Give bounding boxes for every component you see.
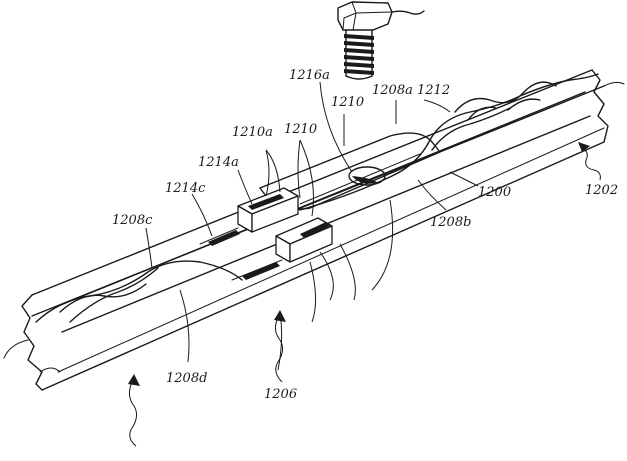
label-1210-b: 1210 (284, 122, 317, 137)
reference-arrows (128, 142, 601, 447)
leader-lines (145, 81, 479, 371)
clip-block-right (231, 217, 333, 281)
label-1202: 1202 (585, 183, 618, 198)
label-1212: 1212 (417, 83, 450, 98)
label-1208c: 1208c (112, 213, 153, 228)
label-1208b: 1208b (430, 215, 471, 230)
reference-labels: 1216a 1210 1208a 1212 1210a 1210 1214a 1… (112, 68, 618, 402)
label-1214c: 1214c (165, 181, 206, 196)
label-1200: 1200 (478, 185, 511, 200)
label-1210a: 1210a (232, 125, 273, 140)
label-1214a: 1214a (198, 155, 239, 170)
label-1216a: 1216a (289, 68, 330, 83)
bolt (337, 1, 425, 80)
label-1210: 1210 (331, 95, 364, 110)
clip-block-left (199, 187, 299, 246)
label-1208d: 1208d (166, 371, 207, 386)
label-1206: 1206 (264, 387, 297, 402)
wire-spring (35, 73, 599, 323)
label-1208a: 1208a (372, 83, 413, 98)
